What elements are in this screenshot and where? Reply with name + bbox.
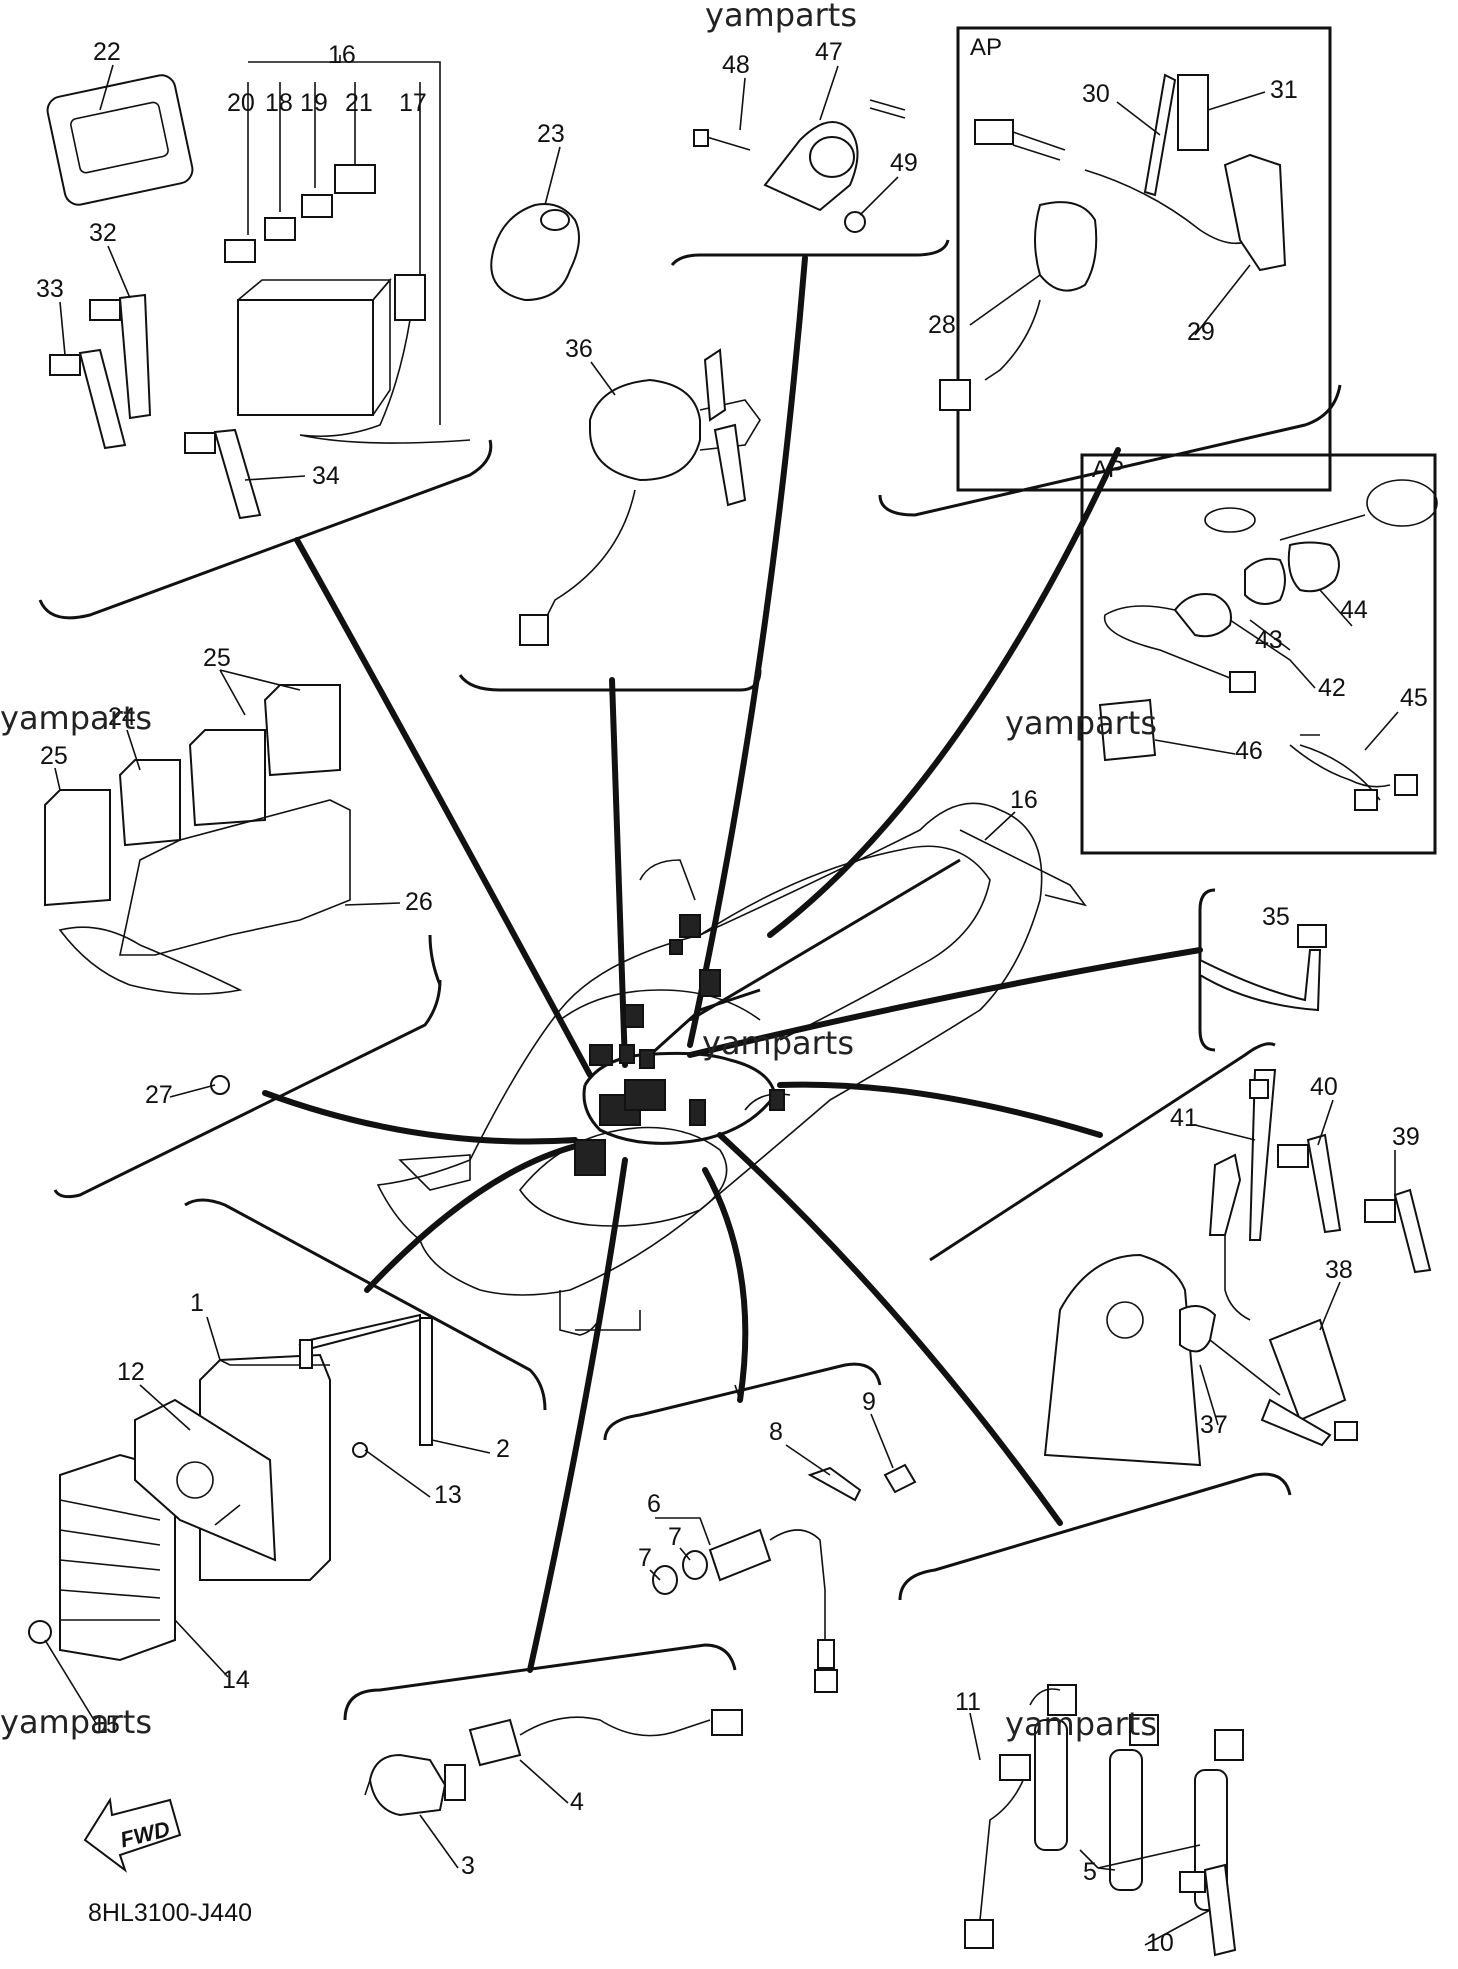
callout-48: 48: [722, 51, 750, 79]
callout-12: 12: [117, 1358, 145, 1386]
callout-17: 17: [399, 89, 427, 117]
callout-25-right: 25: [203, 644, 231, 672]
relay-group: [44, 684, 351, 1095]
callout-6: 6: [647, 1490, 661, 1518]
callout-29: 29: [1187, 318, 1215, 346]
callout-16-top: 16: [328, 41, 356, 69]
sensor-group: [652, 1463, 917, 1693]
callout-37: 37: [1200, 1411, 1228, 1439]
callout-32: 32: [89, 219, 117, 247]
fwd-arrow: FWD: [83, 1797, 182, 1873]
callout-labels: 1 2 3 4 5 6 7 7 8 9 10 11 12 13 14 15 16…: [36, 38, 1428, 1957]
callout-22: 22: [93, 38, 121, 66]
callout-4: 4: [570, 1788, 584, 1816]
callout-3: 3: [461, 1852, 475, 1880]
callout-38: 38: [1325, 1256, 1353, 1284]
watermark-top: yamparts: [705, 0, 857, 34]
watermark-bottom-right: yamparts: [1005, 1705, 1157, 1743]
callout-14: 14: [222, 1666, 250, 1694]
callout-25-left: 25: [40, 742, 68, 770]
plug-group: [964, 1684, 1244, 1957]
callout-11: 11: [955, 1688, 981, 1716]
callout-44: 44: [1340, 596, 1368, 624]
callout-46: 46: [1235, 737, 1263, 765]
callout-31: 31: [1270, 76, 1298, 104]
callout-7b: 7: [638, 1544, 652, 1572]
switch-group: [490, 203, 761, 646]
callout-9: 9: [862, 1388, 876, 1416]
callout-47: 47: [815, 38, 843, 66]
watermark-center: yamparts: [702, 1024, 854, 1062]
ap-label-top: AP: [970, 34, 1002, 61]
callout-13: 13: [434, 1481, 462, 1509]
ap-top-group: [939, 73, 1287, 411]
callout-1: 1: [190, 1289, 204, 1317]
callout-35: 35: [1262, 903, 1290, 931]
callout-2: 2: [496, 1435, 510, 1463]
band-35: [1199, 924, 1327, 1012]
ap-box-top: [956, 26, 1332, 492]
callout-36: 36: [565, 335, 593, 363]
callout-7a: 7: [668, 1523, 682, 1551]
callout-41: 41: [1170, 1104, 1198, 1132]
sensor-bracket-group: [1043, 1069, 1432, 1467]
group-frames: [38, 239, 1342, 1721]
callout-30: 30: [1082, 80, 1110, 108]
diagram-code: 8HL3100-J440: [88, 1899, 252, 1927]
wiring-harness: [574, 858, 961, 1176]
callout-49: 49: [890, 149, 918, 177]
callout-33: 33: [36, 275, 64, 303]
callout-40: 40: [1310, 1073, 1338, 1101]
pressure-switch-group: [364, 1709, 743, 1817]
callout-23: 23: [537, 120, 565, 148]
watercraft-hull-outline: [376, 802, 1087, 1336]
callout-19: 19: [300, 89, 328, 117]
mercury-switch-group: [693, 99, 906, 233]
watermark-bottom-left: yamparts: [0, 1703, 152, 1741]
callout-39: 39: [1392, 1123, 1420, 1151]
callout-45: 45: [1400, 684, 1428, 712]
callout-16-hull: 16: [1010, 786, 1038, 814]
ap-lower-group: [1098, 479, 1438, 811]
callout-27: 27: [145, 1081, 173, 1109]
callout-10: 10: [1146, 1929, 1174, 1957]
callout-8: 8: [769, 1418, 783, 1446]
callout-21: 21: [345, 89, 373, 117]
callout-20: 20: [227, 89, 255, 117]
callout-26: 26: [405, 888, 433, 916]
callout-5: 5: [1083, 1858, 1097, 1886]
callout-42: 42: [1318, 674, 1346, 702]
callout-leaders: [44, 64, 1399, 1946]
watermark-right: yamparts: [1005, 704, 1157, 742]
cdi-group: [28, 1313, 433, 1662]
watermark-left: yamparts: [0, 699, 152, 737]
watermarks: yamparts yamparts yamparts yamparts yamp…: [0, 0, 1157, 1743]
fuse-box-group: [46, 55, 471, 520]
callout-24: 24: [108, 703, 136, 731]
callout-18: 18: [265, 89, 293, 117]
callout-34: 34: [312, 462, 340, 490]
callout-28: 28: [928, 311, 956, 339]
ap-box-lower: [1080, 453, 1437, 855]
